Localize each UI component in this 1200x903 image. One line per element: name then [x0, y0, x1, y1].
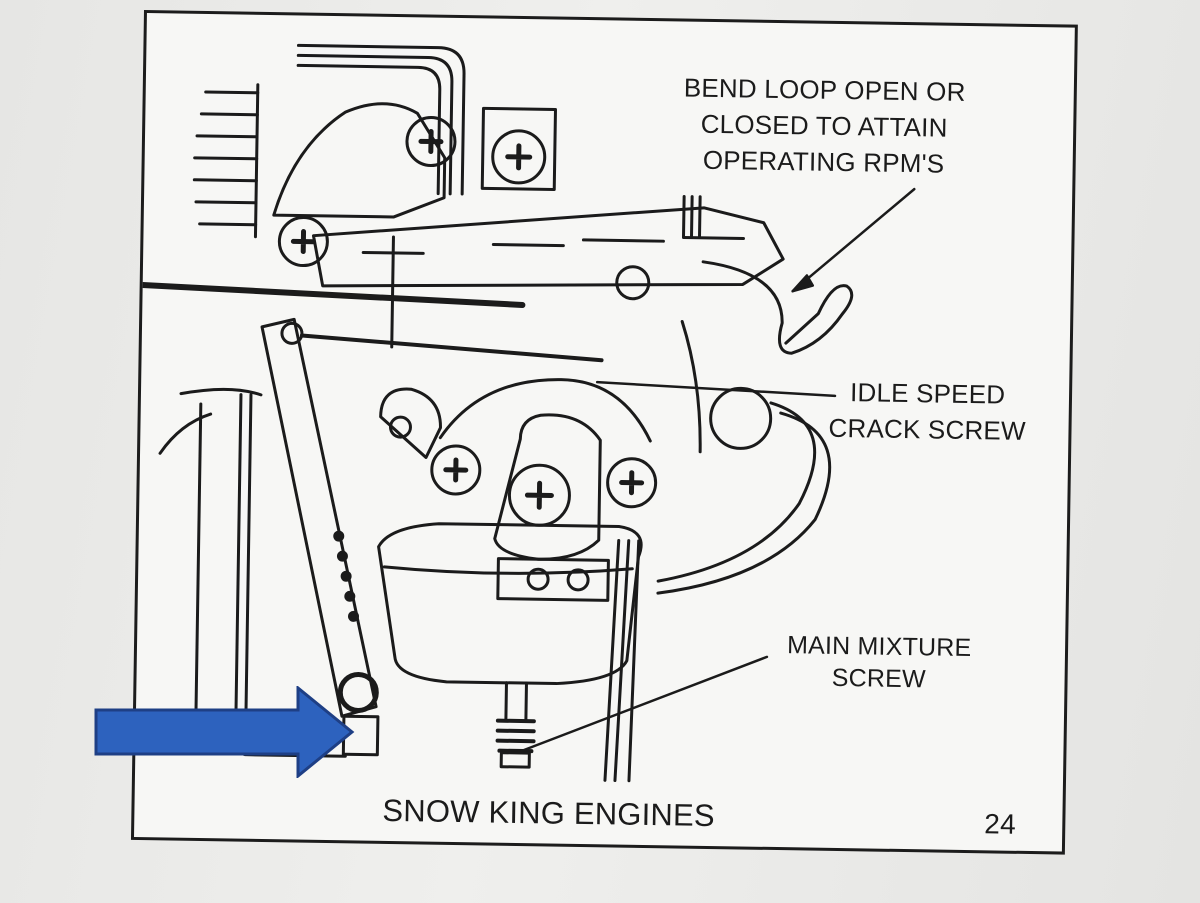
bend-loop-label: BEND LOOP OPEN OR CLOSED TO ATTAIN OPERA… [682, 69, 966, 181]
diagram-frame: BEND LOOP OPEN OR CLOSED TO ATTAIN OPERA… [130, 10, 1078, 855]
idle-speed-screw [656, 386, 832, 595]
carburetor-body [379, 378, 652, 602]
bend-loop-spring [680, 260, 854, 454]
right-arrow-icon [94, 686, 355, 778]
phillips-screw-icons [277, 116, 658, 527]
upper-bracket [272, 102, 785, 349]
float-bowl [377, 522, 643, 783]
main-mixture-label: MAIN MIXTURE SCREW [786, 629, 972, 696]
bend-loop-line-3: OPERATING RPM'S [702, 144, 945, 179]
fuel-tubes [296, 43, 466, 196]
main-mixture-line-2: SCREW [831, 663, 927, 694]
main-mixture-screw [495, 681, 536, 769]
leader-lines [520, 187, 916, 753]
bend-loop-line-2: CLOSED TO ATTAIN [700, 108, 948, 143]
footer-title: SNOW KING ENGINES [382, 792, 716, 834]
cooling-fins [192, 83, 260, 239]
governor-linkage [139, 282, 604, 757]
page-number: 24 [984, 808, 1017, 840]
idle-speed-line-2: CRACK SCREW [828, 412, 1026, 446]
idle-speed-label: IDLE SPEED CRACK SCREW [828, 374, 1026, 449]
bend-loop-line-1: BEND LOOP OPEN OR [683, 72, 966, 107]
main-mixture-line-1: MAIN MIXTURE [786, 631, 972, 663]
carburetor-line-art [139, 43, 916, 783]
idle-speed-line-1: IDLE SPEED [849, 377, 1006, 410]
